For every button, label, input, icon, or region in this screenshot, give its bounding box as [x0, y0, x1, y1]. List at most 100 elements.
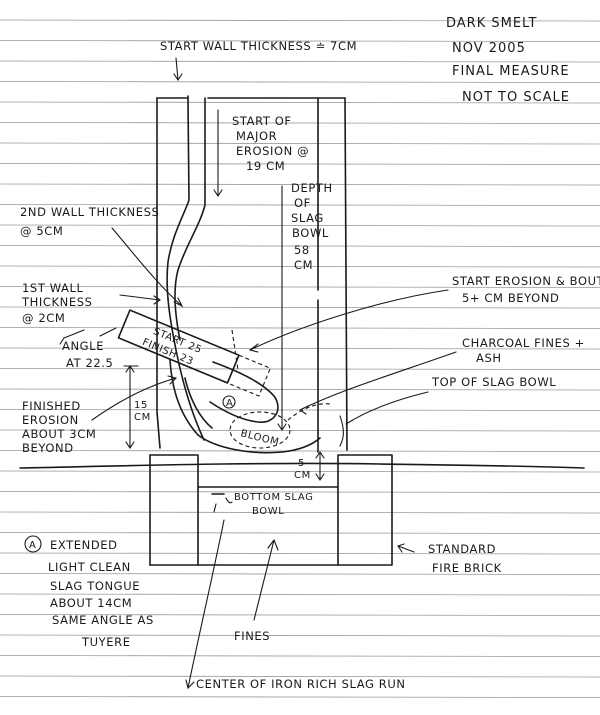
first-wall-l1: 1ST WALL [22, 281, 84, 295]
fines-arrow [253, 538, 279, 621]
bloom-dash-right [287, 403, 331, 421]
depth-arrow [277, 185, 287, 431]
top-slag-arrow [339, 391, 429, 447]
legend-a-marker: A [29, 540, 36, 551]
ruled-line [0, 347, 600, 350]
charcoal-arrow [298, 351, 457, 415]
finished-erosion-l3: ABOUT 3CM [22, 427, 96, 441]
bottom-slag-arrow [225, 497, 233, 504]
ruled-line [0, 306, 600, 309]
ruled-line [0, 675, 600, 678]
first-wall-arrow [119, 294, 161, 305]
legend-l3: SLAG TONGUE [50, 579, 140, 593]
ruled-line [0, 573, 600, 575]
angle-l2: AT 22.5 [66, 356, 113, 370]
ruled-line [0, 81, 600, 83]
dim-15-line [123, 365, 139, 449]
depth-l3: SLAG [291, 211, 324, 225]
header-measure: FINAL MEASURE [452, 64, 570, 79]
finished-erosion-arrow [91, 375, 178, 421]
marker-a: A [226, 398, 233, 409]
dim-15-value: 15 [134, 400, 148, 411]
start-erosion-l1: START EROSION & BOUT [452, 274, 600, 288]
depth-l6: CM [294, 258, 313, 272]
fire-brick-base [149, 454, 393, 566]
finished-erosion-l2: EROSION [22, 413, 79, 427]
ruled-line [0, 327, 600, 329]
depth-l1: DEPTH [291, 181, 333, 195]
legend-l6: TUYERE [81, 635, 131, 649]
legend-a-circle [24, 535, 42, 553]
charcoal-l1: CHARCOAL FINES + [462, 336, 585, 350]
depth-l2: OF [294, 196, 311, 210]
angle-arrow [59, 327, 117, 345]
ruled-line [0, 368, 600, 370]
legend-l2: LIGHT CLEAN [48, 560, 131, 574]
header-title: DARK SMELT [446, 16, 537, 31]
ruled-line [0, 40, 600, 42]
ruled-line [0, 101, 600, 104]
ruled-line [0, 245, 600, 247]
ruled-line [0, 696, 600, 698]
second-wall-l1: 2ND WALL THICKNESS [20, 205, 159, 219]
start-wall-label: START WALL THICKNESS ≐ 7CM [160, 39, 357, 53]
ruled-line [0, 532, 600, 534]
ruled-line [0, 429, 600, 432]
second-wall-arrow [111, 227, 184, 308]
furnace-shaft [156, 95, 348, 454]
depth-l5: 58 [294, 243, 310, 257]
start-erosion-arrow [248, 289, 449, 353]
ruled-line [0, 593, 600, 596]
legend-l4: ABOUT 14CM [50, 596, 132, 610]
ruled-line [0, 634, 600, 637]
header-scale: NOT TO SCALE [462, 90, 570, 105]
fines-label: FINES [234, 629, 270, 643]
first-wall-l3: @ 2CM [22, 311, 65, 325]
ground-line [19, 462, 585, 469]
center-run-arrow [185, 519, 225, 690]
ruled-line [0, 450, 600, 452]
ruled-line [0, 60, 600, 63]
ruled-line [0, 122, 600, 124]
top-slag-label: TOP OF SLAG BOWL [431, 375, 556, 389]
ruled-line [0, 552, 600, 555]
legend-l1: EXTENDED [50, 538, 118, 552]
header-date: NOV 2005 [452, 41, 526, 56]
finished-erosion-l1: FINISHED [22, 399, 81, 413]
first-wall-l2: THICKNESS [21, 295, 93, 309]
ruled-line [0, 511, 600, 514]
ruled-line [0, 204, 600, 206]
ruled-line [0, 265, 600, 268]
ruled-line [0, 142, 600, 145]
ruled-line [0, 183, 600, 186]
dim-5-line [315, 451, 325, 481]
dim-5-unit: CM [294, 470, 311, 481]
depth-l4: BOWL [292, 226, 329, 240]
major-erosion-l1: START OF [232, 114, 292, 128]
ruled-line [0, 655, 600, 657]
slag-tongue [209, 361, 279, 423]
ruled-line [0, 19, 600, 22]
angle-l1: ANGLE [62, 339, 104, 353]
major-erosion-l2: MAJOR [236, 129, 277, 143]
tuyere: START 25 FINISH 23 [117, 309, 272, 397]
ruled-line [0, 163, 600, 165]
charcoal-l2: ASH [476, 351, 502, 365]
center-run-arrow-head [213, 503, 217, 513]
major-erosion-l3: EROSION @ [236, 144, 309, 158]
bottom-slag-l2: BOWL [252, 506, 284, 517]
dim-15-unit: CM [134, 412, 151, 423]
ruled-line [0, 224, 600, 227]
standard-brick-l2: FIRE BRICK [432, 561, 502, 575]
bloom-outline [229, 411, 291, 449]
marker-a-circle [222, 395, 236, 409]
start-erosion-l2: 5+ CM BEYOND [462, 291, 559, 305]
second-wall-l2: @ 5CM [20, 224, 63, 238]
ruled-line [0, 388, 600, 391]
ruled-line [0, 614, 600, 616]
ruled-line [0, 491, 600, 493]
ruled-line [0, 470, 600, 473]
